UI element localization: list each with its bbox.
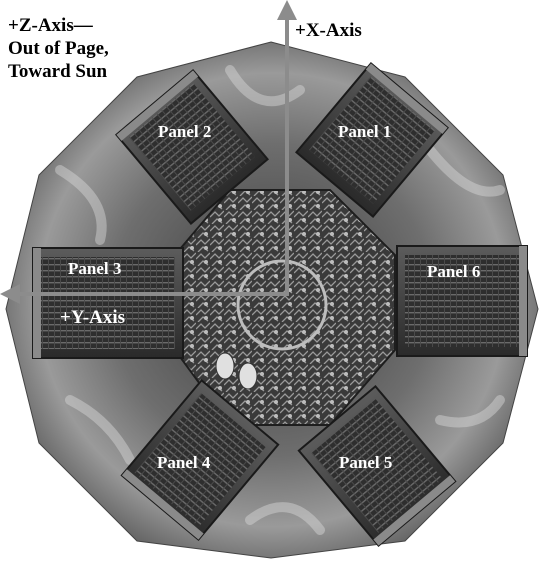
z-axis-caption: +Z-Axis— Out of Page, Toward Sun — [8, 14, 109, 83]
panel-1-label: Panel 1 — [338, 122, 391, 141]
bus-thruster-right — [239, 363, 257, 389]
z-axis-caption-line2: Out of Page, — [8, 37, 109, 60]
panel-3-label: Panel 3 — [68, 259, 121, 278]
z-axis-caption-line3: Toward Sun — [8, 60, 109, 83]
y-axis-label: +Y-Axis — [60, 307, 125, 328]
panel-6-label: Panel 6 — [427, 262, 480, 281]
x-axis-label: +X-Axis — [295, 20, 362, 41]
panel-4-label: Panel 4 — [157, 453, 211, 472]
bus-thruster-left — [216, 353, 234, 379]
panel-2-label: Panel 2 — [158, 122, 211, 141]
z-axis-caption-line1: +Z-Axis— — [8, 14, 109, 37]
panel-5-label: Panel 5 — [339, 453, 392, 472]
